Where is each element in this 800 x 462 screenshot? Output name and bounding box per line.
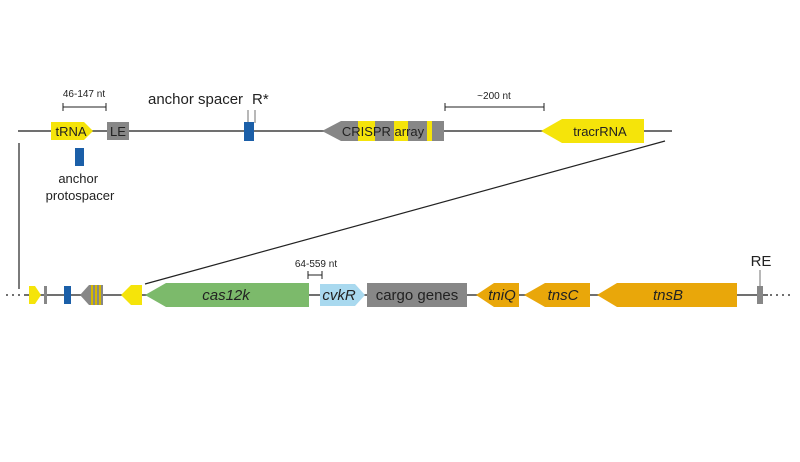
crispr-array (322, 121, 444, 141)
anchor-spacer-label: anchor spacer (148, 91, 243, 108)
le-block (107, 122, 129, 140)
tniq-arrow (476, 283, 519, 307)
cvkr-arrow (320, 284, 365, 306)
cas12k-arrow (145, 283, 309, 307)
anchor-protospacer-line-1: anchor (58, 171, 98, 186)
scale-label-200: ~200 nt (477, 91, 511, 102)
crispr-spacer-1 (358, 121, 375, 141)
scale-bar-200 (444, 103, 545, 111)
re-label: RE (751, 253, 772, 270)
cargo-genes-block (367, 283, 467, 307)
anchor-protospacer-block (75, 148, 84, 166)
anchor-spacer-block (244, 122, 254, 141)
mini-crispr-leader-arrow (80, 285, 89, 305)
crispr-repeat-1 (375, 121, 394, 141)
tniq-label: tniQ (488, 287, 516, 304)
scale-bar-cvkr (307, 271, 323, 279)
mini-le-block (44, 286, 47, 304)
le-label: LE (110, 124, 126, 139)
tracrrna-label: tracrRNA (573, 124, 627, 139)
cas12k-label: cas12k (202, 287, 251, 304)
crispr-spacer-2 (394, 121, 408, 141)
mini-anchor-spacer-block (64, 286, 71, 304)
tnsb-arrow (597, 283, 737, 307)
mini-crispr-stripe-3 (99, 285, 101, 305)
mini-tracrrna-arrow (121, 285, 142, 305)
crispr-repeat-3 (432, 121, 444, 141)
crispr-array-label: CRISPR array (342, 124, 425, 139)
r-star-label: R* (252, 91, 269, 108)
re-block (757, 286, 763, 304)
crispr-array-leader-arrow (322, 121, 358, 141)
crispr-repeat-2 (408, 121, 427, 141)
mini-crispr-stripe-1 (91, 285, 93, 305)
anchor-protospacer-line-2: protospacer (46, 188, 115, 203)
tnsb-label: tnsB (653, 287, 683, 304)
scale-label-cvkr: 64-559 nt (295, 259, 337, 270)
zoom-line-right (144, 140, 666, 285)
cvkr-label: cvkR (322, 287, 356, 304)
tracrrna-arrow (541, 119, 644, 143)
trna-label: tRNA (55, 124, 86, 139)
trna-arrow (51, 122, 93, 140)
anchor-protospacer-label: anchor protospacer (46, 171, 115, 203)
tnsc-arrow (524, 283, 590, 307)
cargo-genes-label: cargo genes (376, 287, 459, 304)
mini-trna-arrow (29, 286, 41, 304)
tnsc-label: tnsC (548, 287, 579, 304)
mini-crispr-stripe-2 (95, 285, 97, 305)
scale-label-trna-le: 46-147 nt (63, 89, 105, 100)
scale-bar-trna-le (62, 103, 107, 111)
